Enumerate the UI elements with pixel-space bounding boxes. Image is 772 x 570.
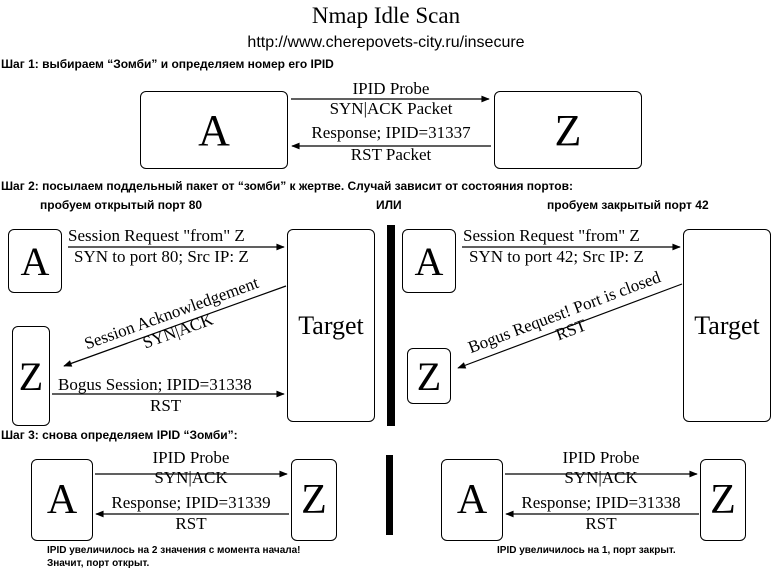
step2-right-rst-arrow: [457, 283, 683, 369]
step3-left-probe-label-1: IPID Probe: [152, 448, 230, 467]
step3-left-probe-label-2: SYN|ACK: [154, 468, 228, 487]
step3-right-conclusion: IPID увеличилось на 1, порт закрыт.: [497, 545, 676, 556]
node-label: A: [20, 238, 50, 284]
node-label: Z: [554, 105, 582, 155]
step2-separator-bar: [387, 225, 395, 426]
target-label: Target: [298, 310, 364, 340]
page-title: Nmap Idle Scan: [311, 3, 461, 28]
step2-left-ack-arrow: [63, 285, 287, 367]
node-label: A: [414, 238, 444, 284]
step2-left-node-a: A: [8, 229, 62, 293]
step1-node-z: Z: [494, 91, 642, 169]
step3-right-response-label-2: RST: [585, 514, 617, 533]
node-label: Z: [18, 353, 44, 399]
node-label: A: [456, 477, 488, 523]
source-url: http://www.cherepovets-city.ru/insecure: [247, 34, 525, 51]
step3-separator-bar: [386, 455, 393, 535]
step1-response-label-2: RST Packet: [350, 145, 432, 164]
step3-left-node-z: Z: [291, 459, 337, 541]
step3-left-response-label-1: Response; IPID=31339: [111, 493, 271, 512]
step3-right-node-z: Z: [700, 459, 746, 541]
step1-probe-label-1: IPID Probe: [352, 79, 430, 98]
step2-right-node-a: A: [402, 229, 456, 293]
node-label: A: [198, 105, 230, 155]
step3-right-probe-label-2: SYN|ACK: [564, 468, 638, 487]
step1-probe-label-2: SYN|ACK Packet: [329, 99, 453, 118]
step2-heading: Шаг 2: посылаем поддельный пакет от “зом…: [1, 179, 573, 193]
node-label: Z: [301, 477, 327, 523]
step3-right-node-a: A: [441, 459, 503, 541]
step3-heading: Шаг 3: снова определяем IPID “Зомби”:: [1, 428, 238, 442]
step3-right-response-label-1: Response; IPID=31338: [521, 493, 681, 512]
node-label: A: [46, 477, 78, 523]
step2-right-node-z: Z: [407, 348, 451, 404]
step2-left-caption: пробуем открытый порт 80: [40, 198, 203, 212]
node-label: Z: [416, 353, 442, 399]
step2-left-bogus-label-1: Bogus Session; IPID=31338: [58, 375, 252, 394]
step2-right-target: Target: [683, 229, 771, 422]
step2-right-request-label-2: SYN to port 42; Src IP: Z: [469, 247, 644, 266]
step3-left-conclusion-1: IPID увеличилось на 2 значения с момента…: [47, 545, 301, 556]
step1-node-a: A: [140, 91, 288, 169]
step2-left-request-label-1: Session Request "from" Z: [68, 226, 245, 245]
step2-left-node-z: Z: [12, 326, 50, 426]
step2-left-request-label-2: SYN to port 80; Src IP: Z: [74, 247, 249, 266]
step3-right-probe-label-1: IPID Probe: [562, 448, 640, 467]
step2-left-target: Target: [287, 229, 375, 422]
step2-or-caption: ИЛИ: [376, 198, 402, 212]
step1-response-label-1: Response; IPID=31337: [311, 123, 471, 142]
step3-left-node-a: A: [31, 459, 93, 541]
node-label: Z: [710, 477, 736, 523]
step3-left-response-label-2: RST: [175, 514, 207, 533]
step2-right-request-label-1: Session Request "from" Z: [463, 226, 640, 245]
step2-left-bogus-label-2: RST: [150, 396, 182, 415]
target-label: Target: [694, 310, 760, 340]
step1-heading: Шаг 1: выбираем “Зомби” и определяем ном…: [1, 57, 334, 71]
step3-left-conclusion-2: Значит, порт открыт.: [47, 558, 150, 569]
step2-right-caption: пробуем закрытый порт 42: [547, 198, 709, 212]
